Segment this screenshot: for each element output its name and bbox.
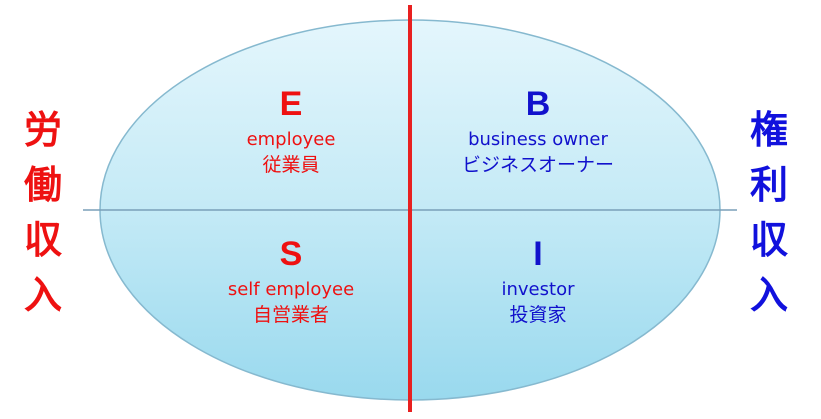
quadrant-employee: E employee 従業員 — [191, 84, 391, 178]
quadrant-japanese-label: 自営業者 — [252, 304, 329, 326]
labor-income-char: 働 — [23, 163, 62, 207]
quadrant-letter: I — [533, 235, 543, 273]
quadrant-english-label: investor — [501, 279, 575, 300]
labor-income-char: 労 — [23, 108, 62, 152]
rights-income-char: 収 — [749, 218, 788, 262]
quadrant-letter: S — [279, 235, 303, 273]
quadrant-english-label: employee — [246, 129, 336, 150]
quadrant-japanese-label: ビジネスオーナー — [461, 154, 614, 176]
quadrant-english-label: business owner — [468, 129, 608, 150]
quadrant-letter: B — [525, 85, 551, 123]
labor-income-char: 入 — [23, 273, 62, 317]
rights-income-char: 権 — [749, 108, 788, 152]
rights-income-char: 利 — [749, 163, 788, 207]
quadrant-japanese-label: 投資家 — [509, 304, 567, 326]
quadrant-self-employee: S self employee 自営業者 — [188, 234, 394, 328]
quadrant-japanese-label: 従業員 — [262, 154, 320, 176]
quadrant-letter: E — [279, 85, 303, 123]
rights-income-label: 権 利 収 入 — [744, 103, 794, 323]
quadrant-business-owner: B business owner ビジネスオーナー — [443, 84, 633, 178]
quadrant-english-label: self employee — [227, 279, 355, 300]
quadrant-investor: I investor 投資家 — [443, 234, 633, 328]
labor-income-char: 収 — [23, 218, 62, 262]
labor-income-label: 労 働 収 入 — [18, 103, 68, 323]
rights-income-char: 入 — [749, 273, 788, 317]
